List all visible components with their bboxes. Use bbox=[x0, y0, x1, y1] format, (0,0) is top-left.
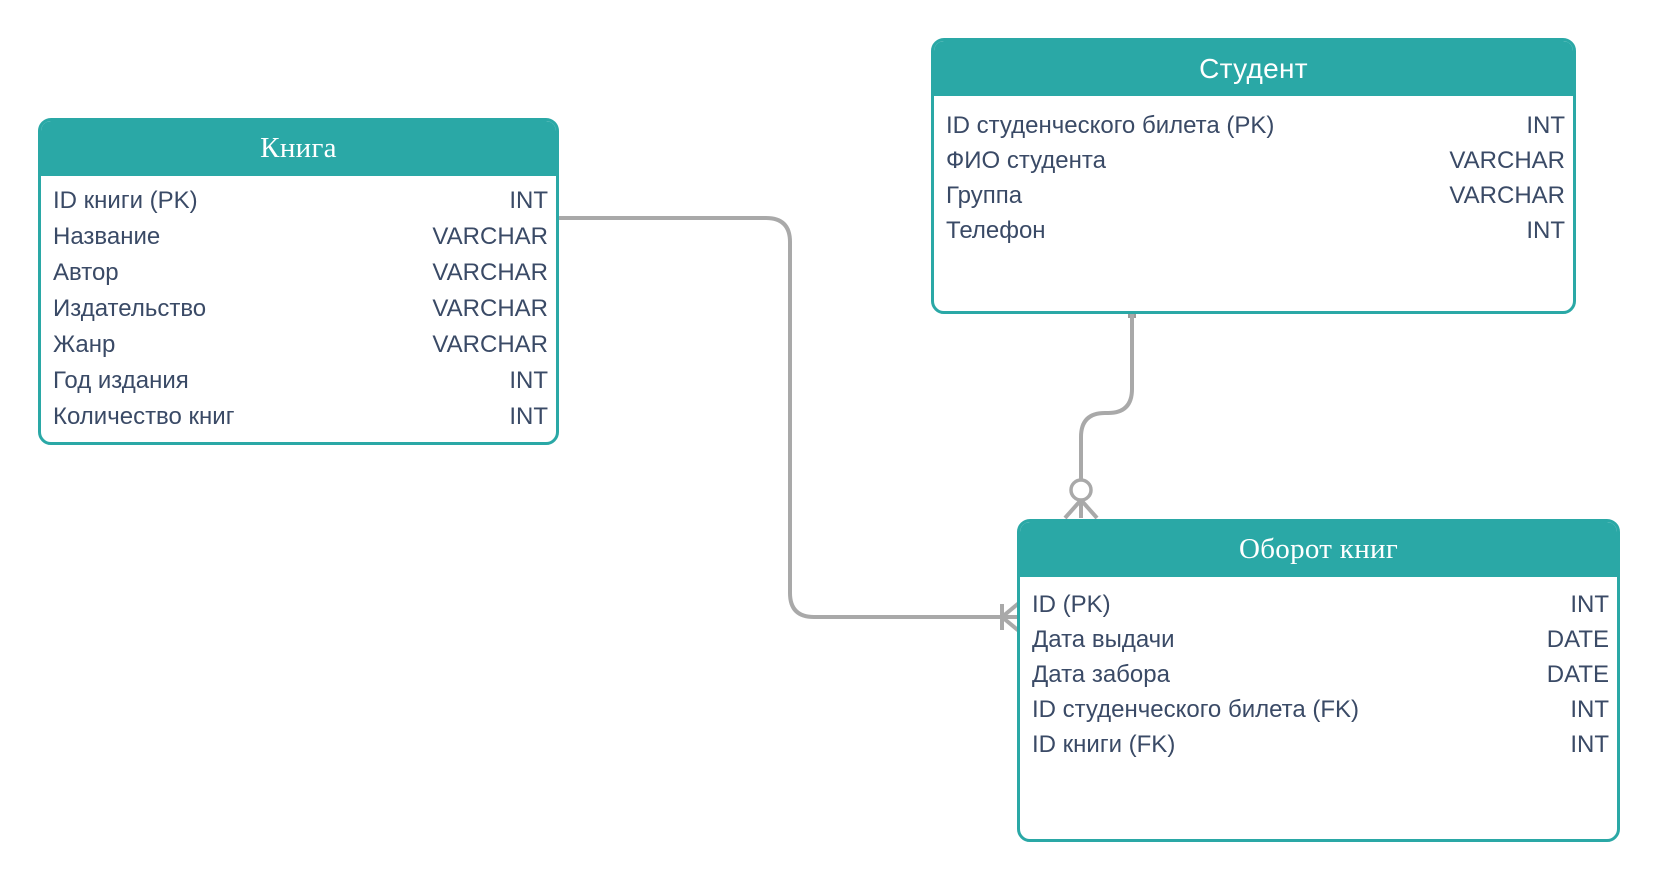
connector-kniga-oborot-line[interactable] bbox=[559, 216, 1002, 619]
attribute-name: Дата забора bbox=[1032, 661, 1170, 688]
entity-student-title: Студент bbox=[934, 41, 1573, 96]
attribute-type: INT bbox=[509, 187, 548, 214]
entity-kniga[interactable]: Книга ID книги (PK) INT Название VARCHAR… bbox=[38, 118, 559, 445]
attribute-name: Дата выдачи bbox=[1032, 626, 1175, 653]
attribute-row: ФИО студента VARCHAR bbox=[946, 143, 1565, 178]
attribute-type: DATE bbox=[1546, 661, 1609, 688]
attribute-name: Жанр bbox=[53, 331, 116, 358]
attribute-type: INT bbox=[1570, 696, 1609, 723]
attribute-row: Количество книг INT bbox=[53, 399, 548, 435]
attribute-name: Группа bbox=[946, 182, 1023, 209]
attribute-row: Дата забора DATE bbox=[1032, 657, 1609, 692]
attribute-type: VARCHAR bbox=[432, 259, 548, 286]
crow-foot-zero-many-icon bbox=[1063, 478, 1099, 520]
attribute-row: ID (PK) INT bbox=[1032, 587, 1609, 622]
attribute-type: VARCHAR bbox=[432, 295, 548, 322]
attribute-row: ID студенческого билета (PK) INT bbox=[946, 108, 1565, 143]
attribute-name: ID книги (FK) bbox=[1032, 731, 1176, 758]
attribute-row: Телефон INT bbox=[946, 213, 1565, 248]
attribute-name: Название bbox=[53, 223, 161, 250]
entity-oborot-knig[interactable]: Оборот книг ID (PK) INT Дата выдачи DATE… bbox=[1017, 519, 1620, 842]
attribute-name: Год издания bbox=[53, 367, 189, 394]
attribute-name: ID студенческого билета (PK) bbox=[946, 112, 1275, 139]
attribute-row: ID книги (PK) INT bbox=[53, 183, 548, 219]
attribute-name: ФИО студента bbox=[946, 147, 1106, 174]
entity-oborot-knig-attributes: ID (PK) INT Дата выдачи DATE Дата забора… bbox=[1020, 577, 1617, 762]
connector-student-oborot-line[interactable] bbox=[1079, 314, 1134, 480]
entity-oborot-knig-title: Оборот книг bbox=[1020, 522, 1617, 577]
attribute-name: ID студенческого билета (FK) bbox=[1032, 696, 1360, 723]
attribute-type: INT bbox=[509, 403, 548, 430]
attribute-type: VARCHAR bbox=[432, 223, 548, 250]
attribute-type: INT bbox=[1570, 591, 1609, 618]
attribute-row: Группа VARCHAR bbox=[946, 178, 1565, 213]
attribute-row: ID студенческого билета (FK) INT bbox=[1032, 692, 1609, 727]
attribute-name: ID книги (PK) bbox=[53, 187, 198, 214]
attribute-name: ID (PK) bbox=[1032, 591, 1111, 618]
attribute-row: ID книги (FK) INT bbox=[1032, 727, 1609, 762]
attribute-type: VARCHAR bbox=[1449, 182, 1565, 209]
attribute-name: Телефон bbox=[946, 217, 1046, 244]
connector-kniga-oborot[interactable] bbox=[559, 216, 1021, 633]
attribute-name: Издательство bbox=[53, 295, 207, 322]
entity-student[interactable]: Студент ID студенческого билета (PK) INT… bbox=[931, 38, 1576, 314]
entity-kniga-title: Книга bbox=[41, 121, 556, 176]
attribute-type: INT bbox=[1526, 112, 1565, 139]
attribute-type: INT bbox=[1526, 217, 1565, 244]
connector-student-oborot[interactable] bbox=[1063, 310, 1136, 520]
attribute-row: Название VARCHAR bbox=[53, 219, 548, 255]
crow-foot-one-many-icon bbox=[1000, 601, 1021, 633]
attribute-row: Год издания INT bbox=[53, 363, 548, 399]
attribute-row: Жанр VARCHAR bbox=[53, 327, 548, 363]
attribute-row: Автор VARCHAR bbox=[53, 255, 548, 291]
attribute-type: DATE bbox=[1546, 626, 1609, 653]
attribute-row: Издательство VARCHAR bbox=[53, 291, 548, 327]
attribute-type: VARCHAR bbox=[1449, 147, 1565, 174]
entity-kniga-attributes: ID книги (PK) INT Название VARCHAR Автор… bbox=[41, 176, 556, 435]
entity-student-attributes: ID студенческого билета (PK) INT ФИО сту… bbox=[934, 96, 1573, 248]
attribute-row: Дата выдачи DATE bbox=[1032, 622, 1609, 657]
attribute-type: INT bbox=[1570, 731, 1609, 758]
attribute-name: Автор bbox=[53, 259, 119, 286]
attribute-type: VARCHAR bbox=[432, 331, 548, 358]
attribute-name: Количество книг bbox=[53, 403, 235, 430]
attribute-type: INT bbox=[509, 367, 548, 394]
